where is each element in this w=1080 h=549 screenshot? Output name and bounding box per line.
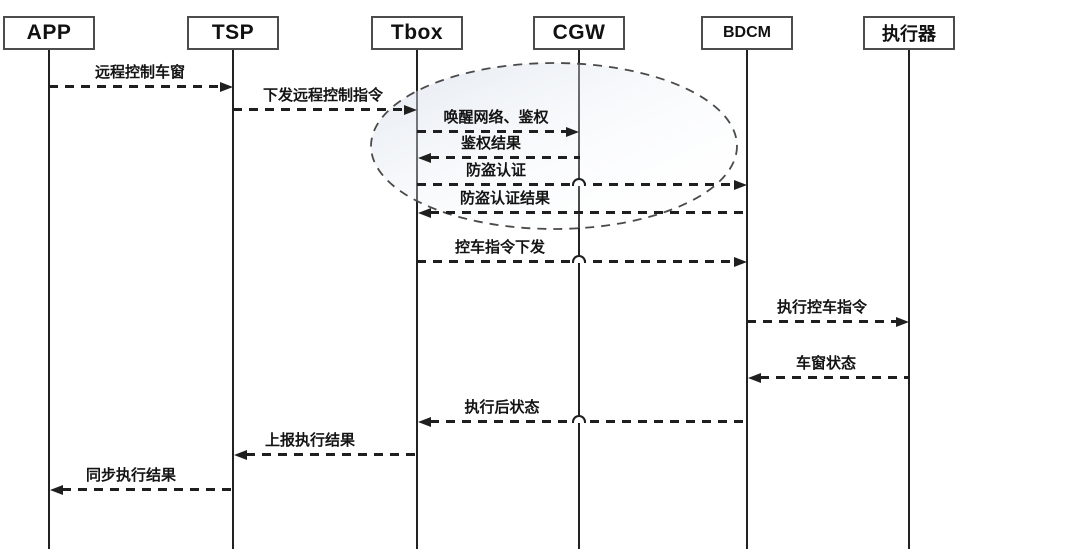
message-label-2: 下发远程控制指令 [262,87,384,104]
arrowhead-3 [566,126,579,137]
message-label-9: 车窗状态 [795,355,857,372]
arrowhead-4 [418,152,431,163]
message-label-8: 执行控车指令 [776,299,868,316]
message-label-7: 控车指令下发 [454,239,546,256]
message-label-10: 执行后状态 [464,399,540,416]
arrowhead-2 [404,104,417,115]
lifeline-bdcm [746,48,748,549]
actor-box-tsp: TSP [187,16,279,50]
message-line-2 [233,108,405,111]
message-line-10 [430,420,748,423]
line-hop [572,254,586,263]
message-label-4: 鉴权结果 [460,135,522,152]
message-label-11: 上报执行结果 [264,432,356,449]
message-line-11 [246,453,418,456]
lifeline-executor [908,48,910,549]
message-line-9 [760,376,910,379]
message-line-3 [417,130,567,133]
arrowhead-10 [418,416,431,427]
line-hop [572,414,586,423]
arrowhead-12 [50,484,63,495]
arrowhead-1 [220,81,233,92]
actor-box-app: APP [3,16,95,50]
arrowhead-7 [734,256,747,267]
message-label-12: 同步执行结果 [85,467,177,484]
lifeline-tbox [416,48,418,549]
actor-box-cgw: CGW [533,16,625,50]
actor-box-tbox: Tbox [371,16,463,50]
arrowhead-6 [418,207,431,218]
arrowhead-5 [734,179,747,190]
actor-box-executor: 执行器 [863,16,955,50]
lifeline-tsp [232,48,234,549]
message-line-8 [747,320,897,323]
message-label-6: 防盗认证结果 [459,190,551,207]
message-label-3: 唤醒网络、鉴权 [443,109,549,126]
arrowhead-8 [896,316,909,327]
message-label-5: 防盗认证 [465,162,527,179]
message-line-1 [49,85,221,88]
message-line-12 [62,488,234,491]
actor-box-bdcm: BDCM [701,16,793,50]
arrowhead-11 [234,449,247,460]
arrowhead-9 [748,372,761,383]
lifeline-cgw [578,48,580,549]
message-label-1: 远程控制车窗 [94,64,186,81]
line-hop [572,177,586,186]
message-line-4 [430,156,580,159]
message-line-6 [430,211,748,214]
lifeline-app [48,48,50,549]
